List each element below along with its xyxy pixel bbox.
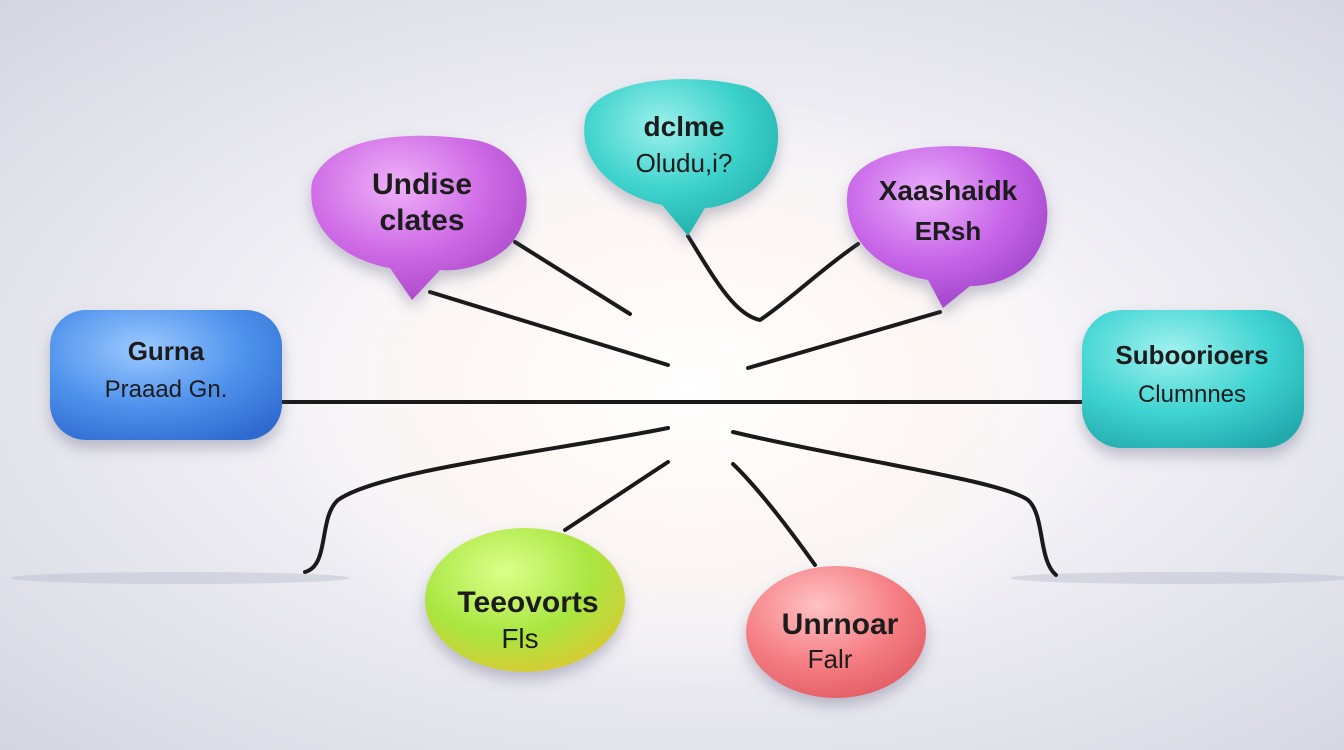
connector-top-center	[686, 234, 860, 322]
node-mid-right[interactable]: Suboorioers Clumnnes	[1082, 310, 1304, 448]
connector-lower-right-wire	[731, 430, 1058, 577]
node-mid-left[interactable]: Gurna Praaad Gn.	[50, 310, 282, 440]
connector-bottom-right	[731, 462, 817, 567]
node-line-1: Xaashaidk	[879, 175, 1018, 206]
connector-bottom-left	[563, 460, 670, 532]
node-line-1: Suboorioers	[1115, 340, 1268, 370]
node-top-right[interactable]: Xaashaidk ERsh	[846, 146, 1048, 308]
node-bottom-right[interactable]: Unrnoar Falr	[746, 566, 926, 698]
node-line-2: Praaad Gn.	[105, 376, 228, 403]
connectors	[280, 234, 1084, 577]
connector-top-right	[746, 310, 942, 370]
node-top-center[interactable]: dclme Oludu,i?	[584, 79, 779, 236]
node-line-2: Falr	[808, 644, 853, 674]
blob-shape	[746, 566, 926, 698]
floor-shadow-right	[1010, 572, 1344, 584]
node-line-1: Teeovorts	[457, 586, 598, 619]
floor-shadow-left	[10, 572, 350, 584]
connector-top-left-b	[428, 290, 670, 367]
node-line-2: clates	[379, 204, 464, 237]
box-shape	[1082, 310, 1304, 448]
node-line-2: Clumnnes	[1138, 381, 1246, 408]
box-shape	[50, 310, 282, 440]
node-line-1: Undise	[372, 168, 472, 201]
connector-top-left-a	[513, 240, 632, 316]
node-bottom-left[interactable]: Teeovorts Fls	[425, 528, 625, 672]
node-line-2: Fls	[501, 623, 538, 654]
node-line-1: Unrnoar	[782, 608, 899, 641]
blob-shape	[425, 528, 625, 672]
connector-lower-left-wire	[303, 426, 670, 574]
node-line-1: Gurna	[128, 336, 205, 366]
bubble-shape	[584, 79, 779, 236]
node-line-2: ERsh	[915, 216, 981, 246]
bubble-shape	[311, 135, 527, 300]
node-top-left[interactable]: Undise clates	[311, 135, 527, 300]
bubble-shape	[846, 146, 1048, 308]
node-line-2: Oludu,i?	[636, 148, 733, 178]
node-line-1: dclme	[644, 111, 725, 142]
